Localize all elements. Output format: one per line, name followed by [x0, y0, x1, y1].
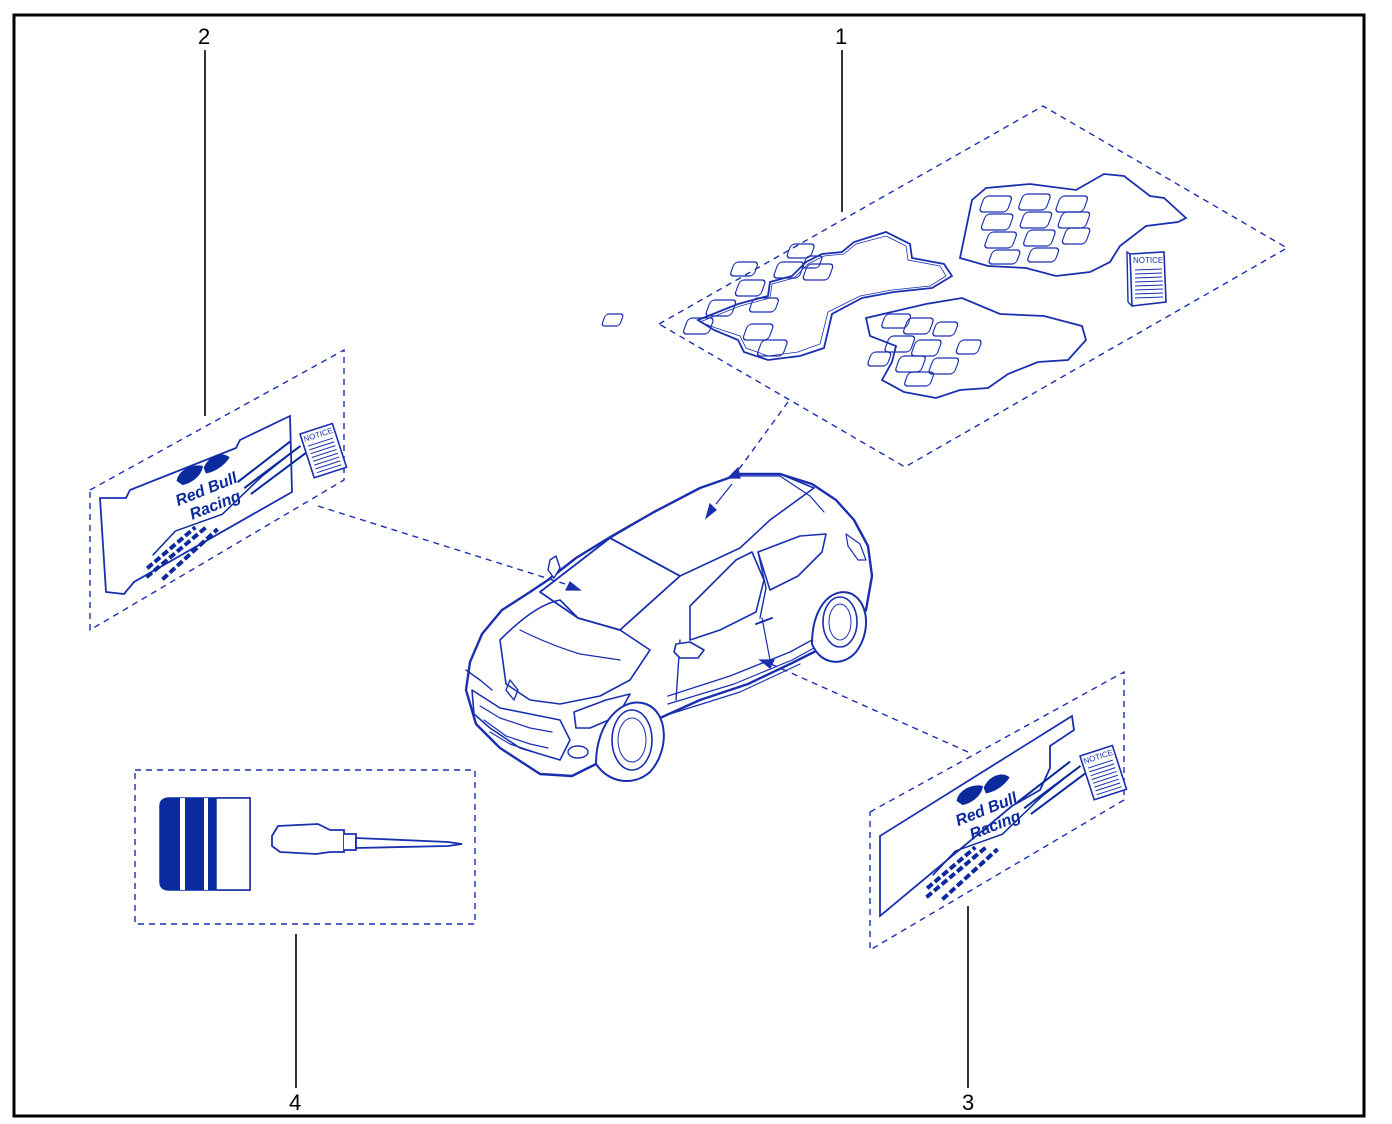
drawing-frame — [12, 13, 1366, 1118]
floor-mat-set-frame — [657, 105, 1289, 468]
door-sill-plate-left: Red Bull Racing NOTICE — [89, 348, 348, 632]
pointer-arrowheads — [565, 466, 775, 669]
door-sill-left-frame — [89, 348, 345, 632]
callout-number-4: 4 — [289, 1090, 301, 1115]
callout-leaders — [204, 50, 969, 1088]
callout-number-2: 2 — [198, 24, 210, 49]
paint-touch-up-kit — [134, 769, 476, 925]
notice-booklet-icon: NOTICE — [1126, 250, 1167, 307]
callout-number-3: 3 — [962, 1090, 974, 1115]
notice-booklet-icon: NOTICE — [298, 422, 348, 479]
pointer-lines — [317, 401, 969, 753]
door-sill-plate-right: Red Bull Racing NOTICE — [869, 670, 1128, 952]
paint-kit-frame — [134, 769, 476, 925]
paint-bottle-icon — [159, 797, 251, 891]
floor-mat-set: NOTICE — [601, 105, 1289, 468]
car-coupe-illustration — [464, 472, 874, 783]
door-sill-right-frame — [869, 670, 1125, 952]
notice-booklet-icon: NOTICE — [1078, 744, 1128, 801]
callout-number-1: 1 — [835, 24, 847, 49]
notice-label: NOTICE — [1133, 256, 1163, 265]
floor-mat-front-right — [864, 297, 1088, 399]
paint-brush-icon — [271, 823, 463, 855]
floor-mat-front-left — [696, 231, 954, 361]
